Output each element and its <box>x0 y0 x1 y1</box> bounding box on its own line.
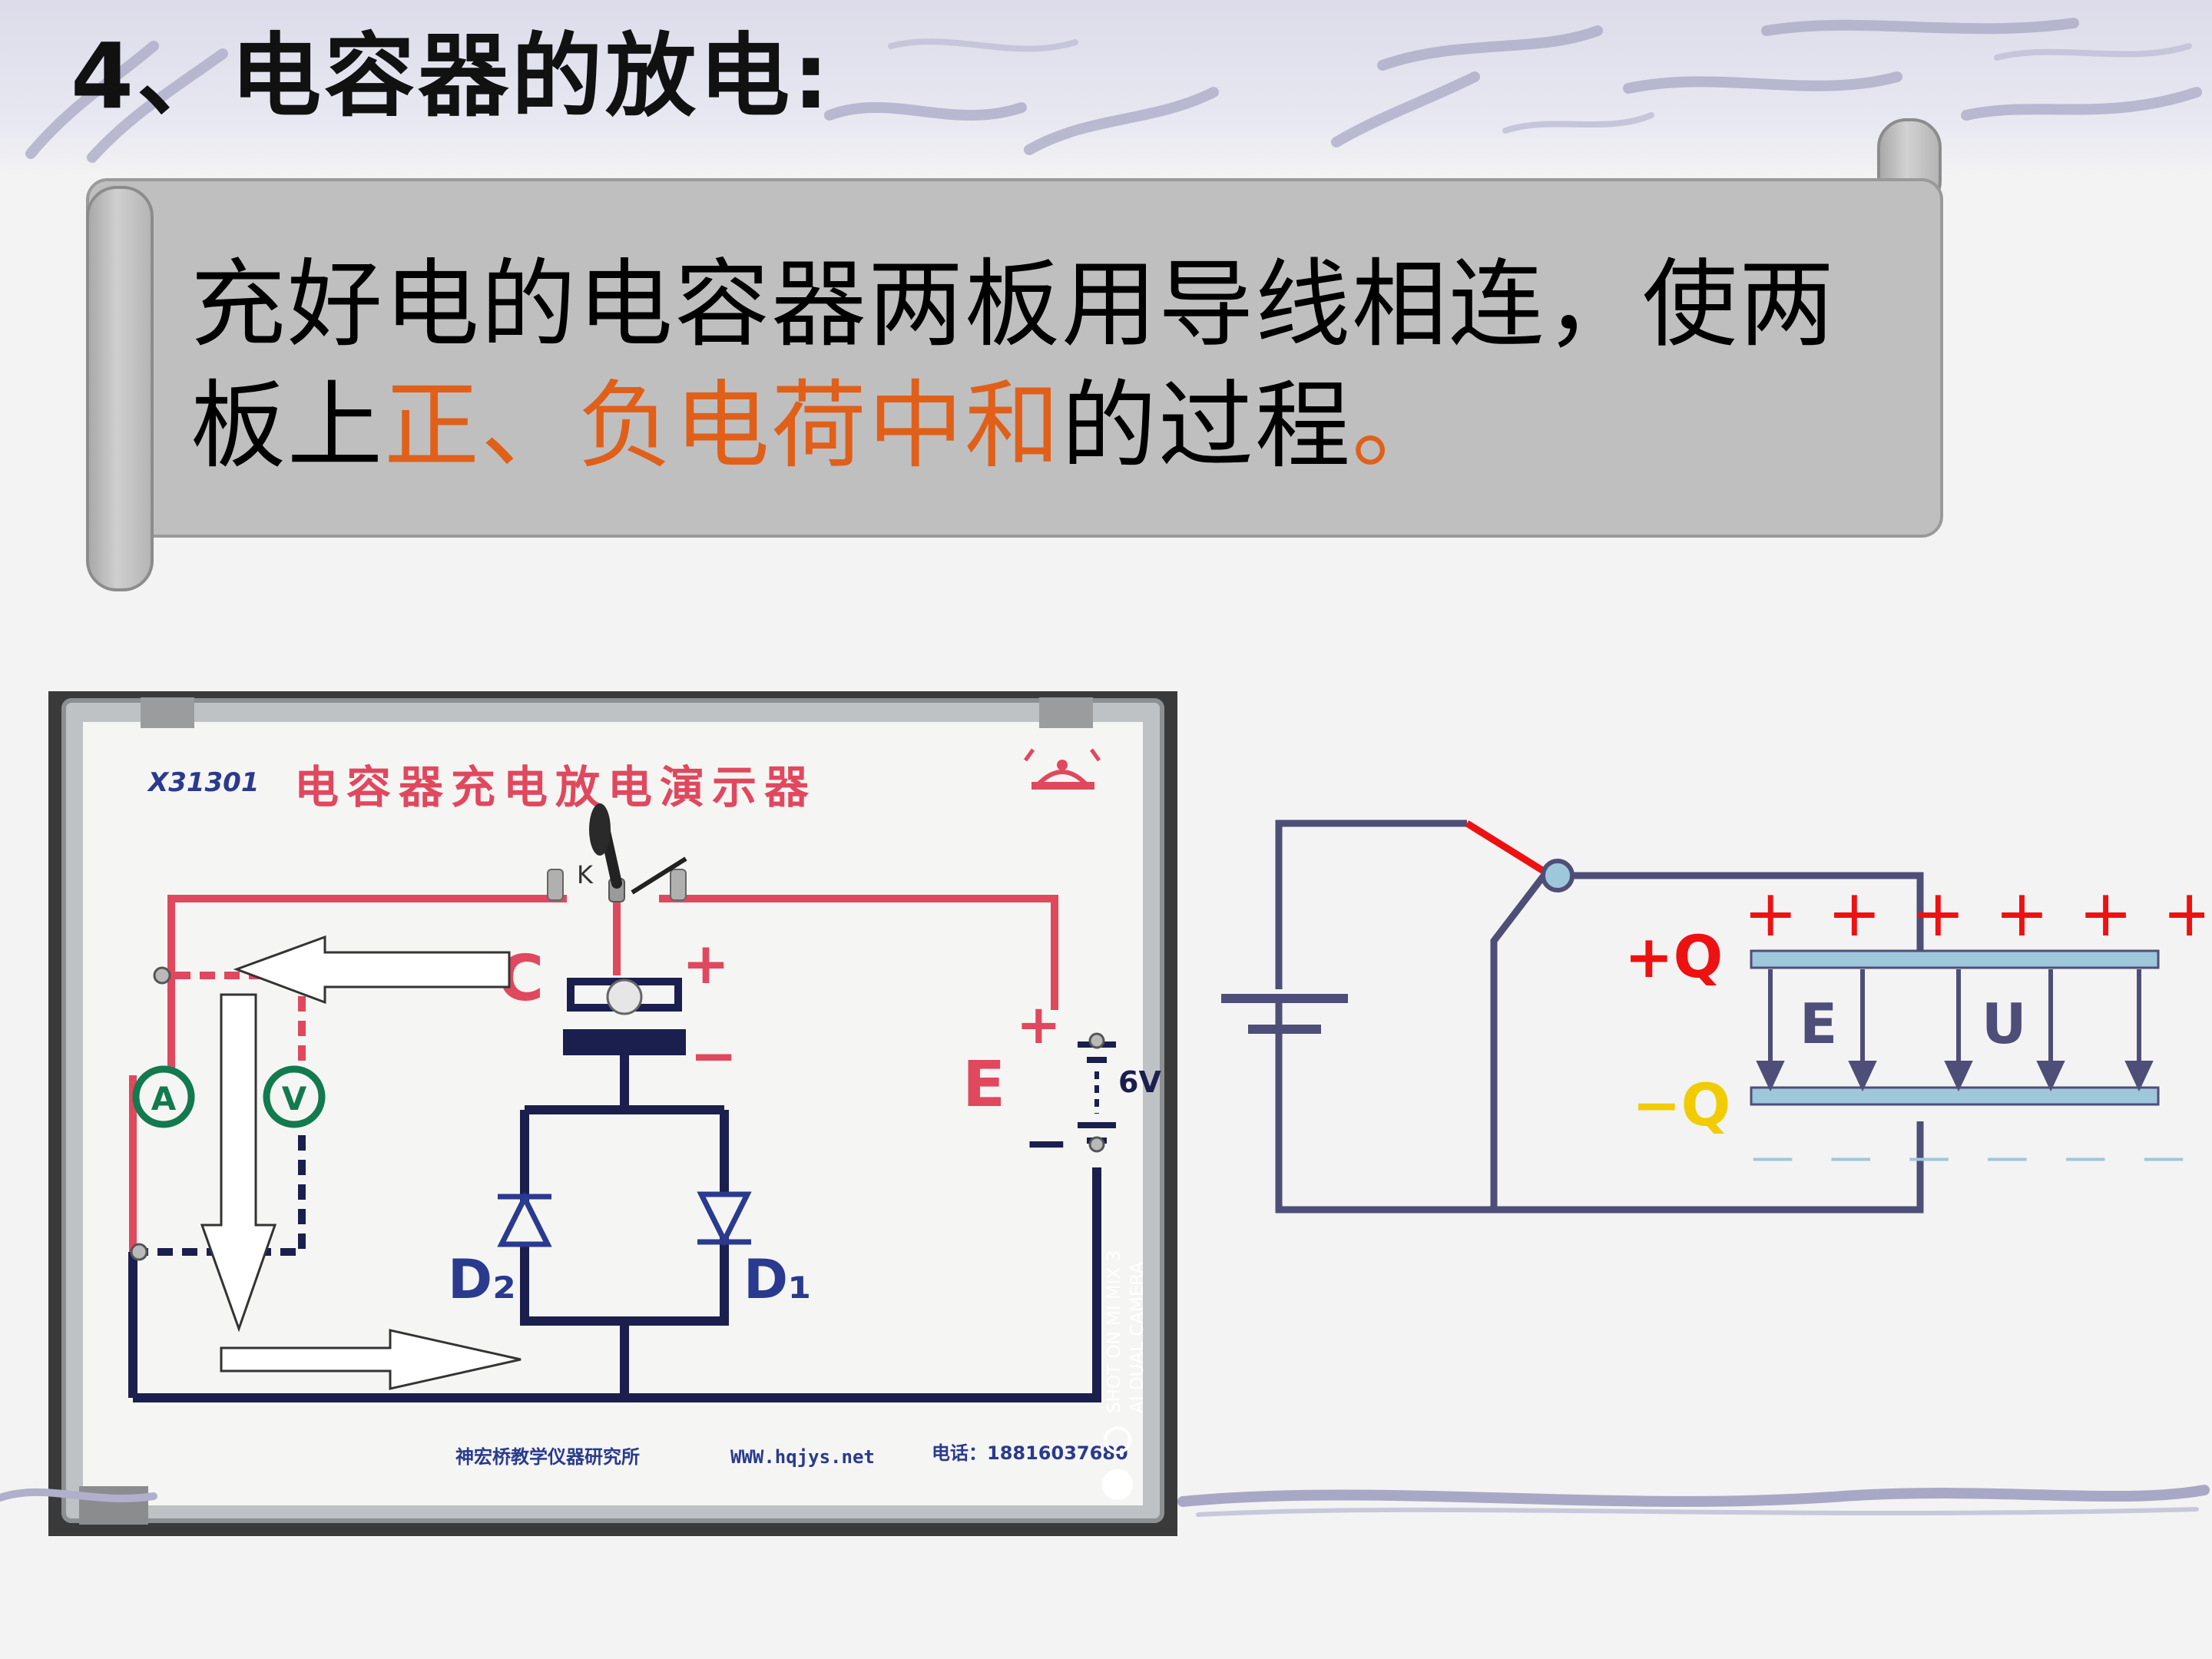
diode-d2 <box>497 1192 552 1247</box>
definition-scroll-box <box>86 178 1943 538</box>
board-title: 电容器充电放电演示器 <box>294 761 816 813</box>
label-d1: D₁ <box>743 1248 812 1311</box>
battery-plus: + <box>1016 993 1061 1056</box>
footer-phone: 电话：18816037680 <box>932 1442 1128 1464</box>
switch-label: K <box>577 860 594 889</box>
slide-title: 4、电容器的放电: <box>71 23 833 129</box>
voltmeter-icon: V <box>263 1065 326 1128</box>
label-e: E <box>962 1048 1005 1121</box>
battery-minus: − <box>1024 1111 1069 1174</box>
demonstrator-board: X31301 电容器充电放电演示器 <box>48 691 1177 1536</box>
board-model: X31301 <box>147 767 260 798</box>
footer-maker: 神宏桥教学仪器研究所 <box>455 1446 640 1468</box>
label-voltage-u: U <box>1982 992 2026 1056</box>
field-lines <box>1756 969 2154 1092</box>
bottom-plate <box>1750 1086 2160 1106</box>
header-wave-decoration <box>25 18 2202 163</box>
watermark-line1: SHOT ON MI MIX 3 <box>1104 1250 1124 1413</box>
watermark-line2: AI DUAL CAMERA <box>1128 1262 1147 1413</box>
meter1-label: A <box>151 1080 177 1118</box>
switch-k: K <box>547 803 687 902</box>
plus-charges: + + + + + + <box>1743 876 2204 951</box>
capacitor-c <box>563 978 686 1106</box>
current-arrows <box>200 935 522 1390</box>
label-minus: − <box>690 1023 737 1089</box>
label-plus: + <box>682 931 730 997</box>
plus-q-label: +Q <box>1624 922 1723 991</box>
switch-arm <box>1465 820 1551 877</box>
scroll-roll-left <box>86 186 154 591</box>
bridge-logo-icon <box>1023 748 1101 790</box>
definition-part2: 的过程 <box>1061 371 1353 482</box>
bottom-wave-decoration <box>0 1485 2210 1517</box>
meter2-label: V <box>282 1080 307 1118</box>
definition-end: 。 <box>1352 371 1449 482</box>
minus-charges: — — — — — — <box>1751 1132 2196 1182</box>
watermark-ring-icon <box>1104 1426 1131 1454</box>
footer-site: WWW.hqjys.net <box>730 1446 875 1468</box>
discharge-circuit-diagram: E U + + + + + + +Q −Q — — — — — — <box>1221 820 2204 1214</box>
definition-part1: 充好电的电容器两板用导线相连，使两板上 <box>190 250 1836 482</box>
top-plate <box>1750 949 2160 969</box>
switch-pivot <box>1541 859 1575 892</box>
watermark-dot-icon <box>1102 1469 1133 1500</box>
minus-q-label: −Q <box>1632 1071 1730 1139</box>
camera-watermark: SHOT ON MI MIX 3 AI DUAL CAMERA <box>1104 1250 1147 1413</box>
battery-symbol <box>1221 994 1348 1034</box>
demonstrator-photo: X31301 电容器充电放电演示器 <box>48 691 1177 1536</box>
voltage-label: 6V <box>1118 1065 1161 1099</box>
diode-d1 <box>697 1191 752 1247</box>
definition-text: 充好电的电容器两板用导线相连，使两板上正、负电荷中和的过程。 <box>190 244 1880 487</box>
ammeter-icon: A <box>132 1065 195 1128</box>
label-d2: D₂ <box>448 1248 516 1311</box>
label-field-e: E <box>1800 992 1837 1056</box>
definition-highlight: 正、负电荷中和 <box>384 371 1062 482</box>
